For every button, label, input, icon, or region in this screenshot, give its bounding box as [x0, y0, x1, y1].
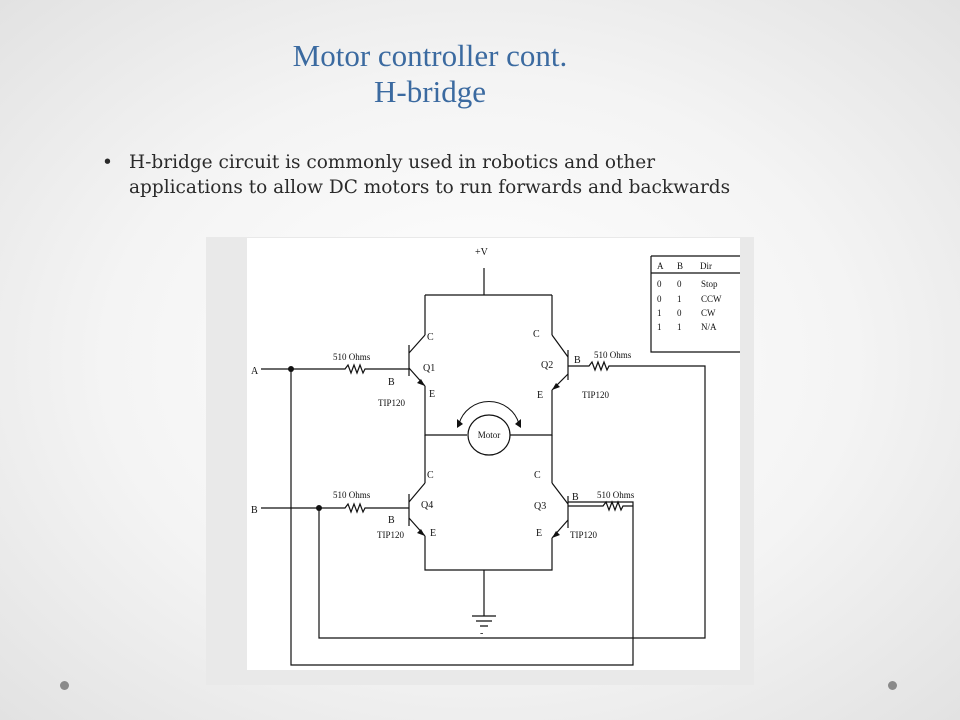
- q2-emitter-label: E: [537, 390, 543, 401]
- r4-label: 510 Ohms: [333, 490, 371, 500]
- ground-label: -: [480, 628, 483, 639]
- a-to-q3-wire: [290, 369, 634, 666]
- ground-rail: [424, 536, 553, 616]
- q4-id-label: Q4: [421, 500, 433, 511]
- ground-icon: [472, 615, 496, 627]
- q1-emitter-label: E: [429, 389, 435, 400]
- input-a-label: A: [251, 366, 259, 377]
- q4-part-label: TIP120: [377, 530, 405, 540]
- input-b-line: [261, 502, 409, 514]
- q2-collector-label: C: [533, 329, 540, 340]
- slide-title: Motor controller cont. H-bridge: [0, 38, 860, 110]
- q4-base-label: B: [388, 515, 395, 526]
- h-bridge-diagram: +V C Q1 B E TIP120 C Q2 B E TIP120: [247, 238, 740, 670]
- bullet-item: • H-bridge circuit is commonly used in r…: [102, 150, 742, 200]
- supply-label: +V: [475, 247, 489, 258]
- q3-emitter-label: E: [536, 528, 542, 539]
- truth-header-a: A: [657, 261, 664, 271]
- truth-cell: 1: [657, 308, 662, 318]
- motor-circle-icon: [467, 414, 511, 456]
- q3-collector-label: C: [534, 470, 541, 481]
- input-a-line: [261, 363, 409, 375]
- q3-part-label: TIP120: [570, 530, 598, 540]
- title-line-2: H-bridge: [374, 74, 486, 109]
- supply-rail: [424, 268, 553, 335]
- r3-label: 510 Ohms: [597, 490, 635, 500]
- truth-header-dir: Dir: [700, 261, 712, 271]
- bridge-verticals: [424, 435, 553, 483]
- truth-cell: 1: [677, 322, 682, 332]
- truth-cell: 0: [657, 279, 662, 289]
- junction-b-icon: [316, 505, 322, 511]
- q4-emitter-label: E: [430, 528, 436, 539]
- truth-cell: 0: [677, 308, 682, 318]
- q1-id-label: Q1: [423, 363, 435, 374]
- truth-header-b: B: [677, 261, 683, 271]
- truth-cell: CW: [701, 308, 716, 318]
- q2-base-label: B: [574, 355, 581, 366]
- title-line-1: Motor controller cont.: [292, 38, 568, 73]
- truth-cell: N/A: [701, 322, 717, 332]
- truth-cell: 0: [657, 294, 662, 304]
- bullet-list: • H-bridge circuit is commonly used in r…: [102, 150, 742, 200]
- transistor-q4: C Q4 B E TIP120: [377, 470, 436, 540]
- bullet-text: H-bridge circuit is commonly used in rob…: [129, 152, 731, 198]
- truth-cell: 1: [657, 322, 662, 332]
- q3-base-label: B: [572, 492, 579, 503]
- truth-cell: Stop: [701, 279, 718, 289]
- nav-dot-left-icon: [60, 681, 69, 690]
- rotation-arrow-icon: [458, 401, 520, 425]
- motor-wiring: [424, 386, 553, 436]
- q2-id-label: Q2: [541, 360, 553, 371]
- q2-base-wire: [318, 360, 706, 639]
- r2-label: 510 Ohms: [594, 350, 632, 360]
- q3-id-label: Q3: [534, 501, 546, 512]
- q3-base-resistor: [568, 500, 633, 512]
- motor-label: Motor: [478, 430, 501, 440]
- input-b-label: B: [251, 505, 258, 516]
- nav-dot-right-icon: [888, 681, 897, 690]
- transistor-q2: C Q2 B E TIP120: [533, 329, 610, 401]
- q1-base-label: B: [388, 377, 395, 388]
- transistor-q1: C Q1 B E TIP120: [378, 332, 435, 408]
- truth-cell: 0: [677, 279, 682, 289]
- bullet-dot-icon: •: [102, 152, 113, 173]
- truth-table: A B Dir 0 0 Stop 0 1 CCW 1 0 CW 1 1 N/A: [650, 255, 740, 353]
- q1-collector-label: C: [427, 332, 434, 343]
- r1-label: 510 Ohms: [333, 352, 371, 362]
- q4-collector-label: C: [427, 470, 434, 481]
- transistor-q3: C Q3 B E TIP120: [534, 470, 598, 540]
- truth-cell: CCW: [701, 294, 722, 304]
- q2-part-label: TIP120: [582, 390, 610, 400]
- h-bridge-circuit: +V C Q1 B E TIP120 C Q2 B E TIP120: [251, 247, 740, 666]
- q1-part-label: TIP120: [378, 398, 406, 408]
- truth-cell: 1: [677, 294, 682, 304]
